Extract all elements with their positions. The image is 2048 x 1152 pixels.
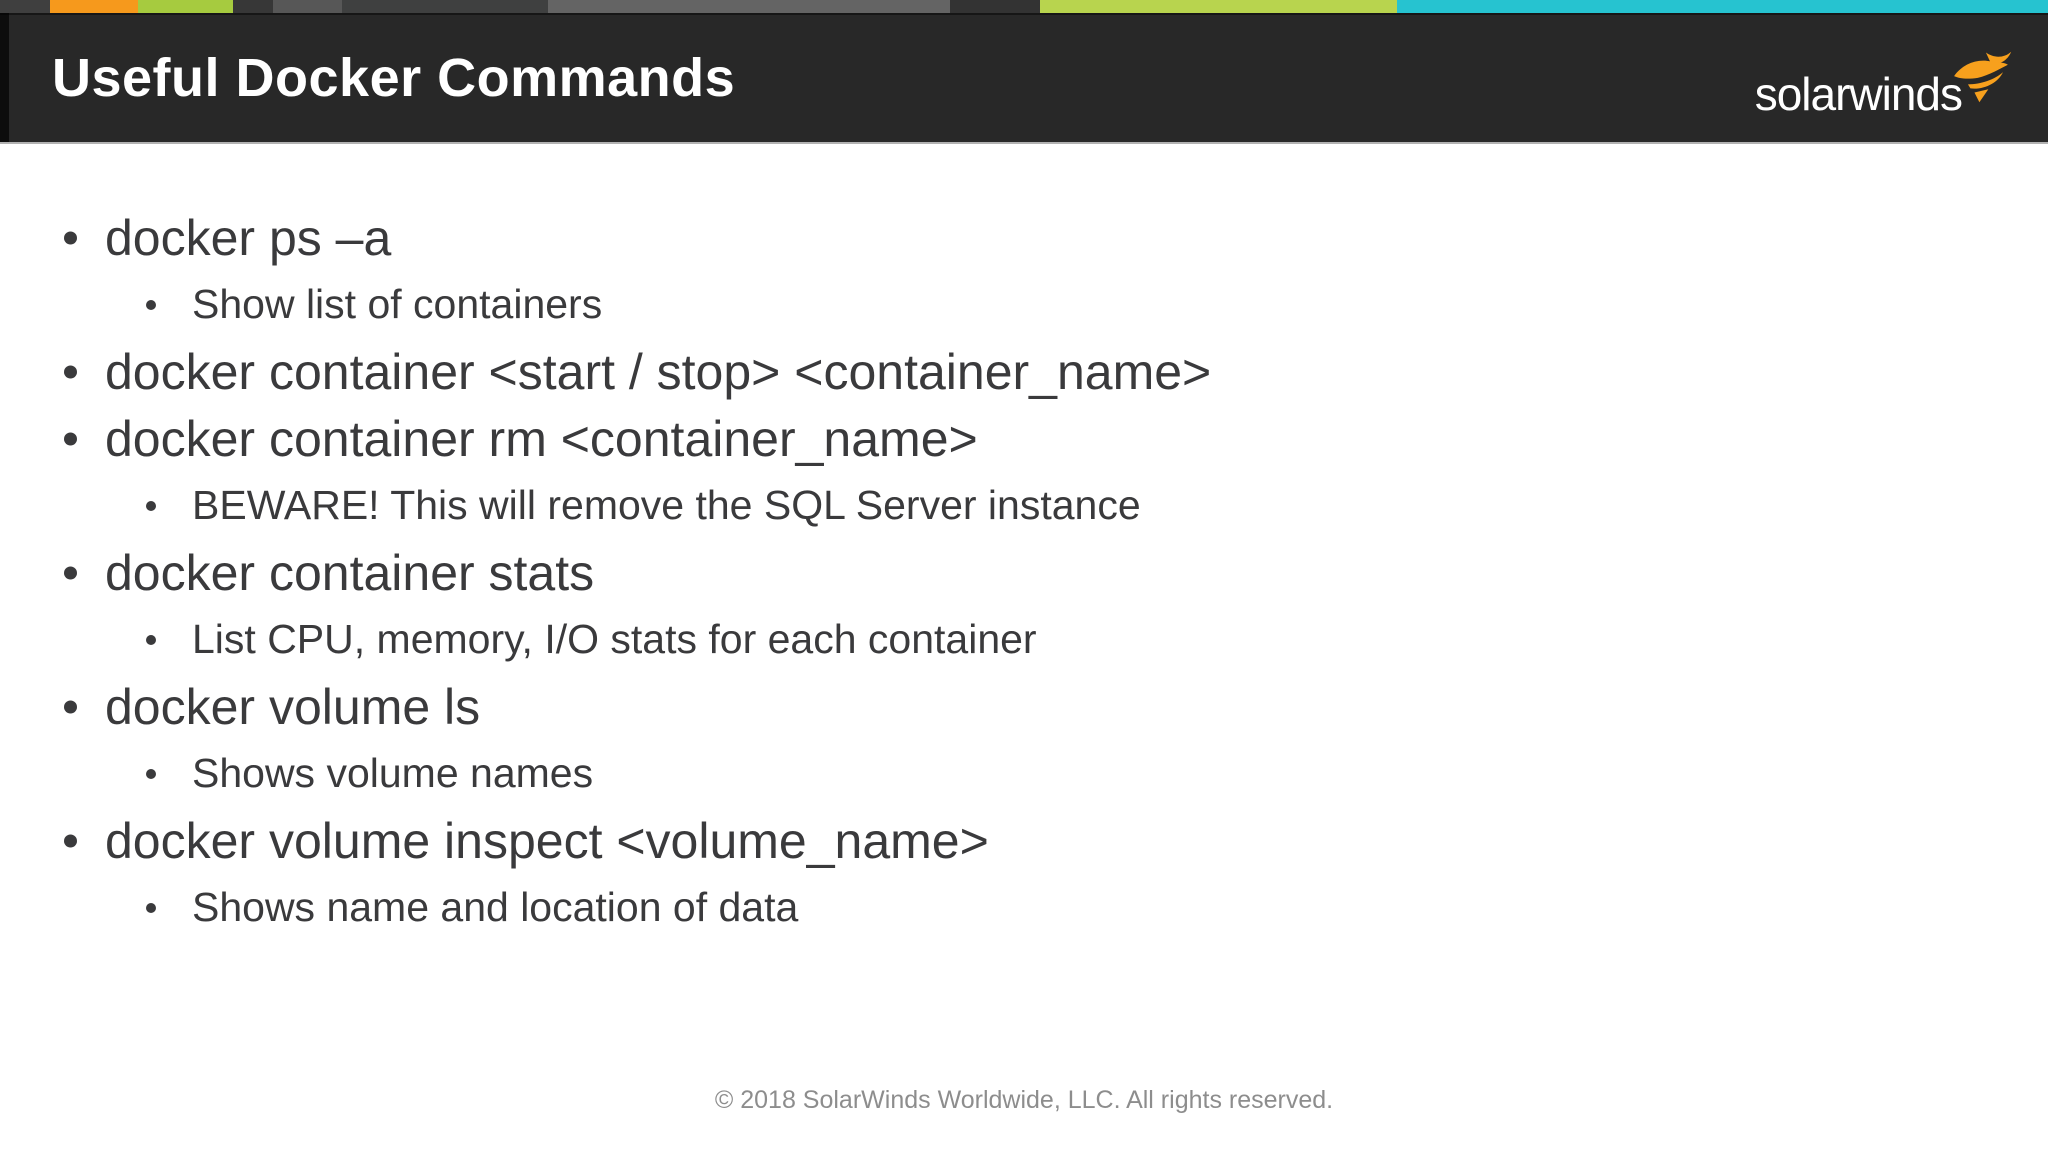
progress-segment (1397, 0, 2048, 13)
list-item-text: docker volume inspect <volume_name> (105, 812, 989, 869)
list-item: docker container rm <container_name> (0, 405, 2048, 472)
solarwinds-swirl-icon (1954, 51, 2012, 103)
bullet-dot (146, 902, 156, 913)
bullet-dot (64, 231, 77, 244)
slide-header: Useful Docker Commands solarwinds (0, 13, 2048, 144)
list-item-text: docker container stats (105, 544, 595, 601)
bullet-dot (146, 634, 156, 645)
list-item: docker volume ls (0, 673, 2048, 740)
progress-segment (342, 0, 548, 13)
solarwinds-wordmark: solarwinds (1754, 68, 1963, 120)
list-item-text: docker volume ls (105, 678, 481, 735)
progress-segment (138, 0, 233, 13)
list-item-text: BEWARE! This will remove the SQL Server … (192, 482, 1141, 528)
list-item: List CPU, memory, I/O stats for each con… (0, 606, 2048, 673)
bullet-dot (64, 566, 77, 579)
progress-segment (50, 0, 138, 13)
list-item: docker container <start / stop> <contain… (0, 338, 2048, 405)
bullet-dot (146, 768, 156, 779)
list-item: Shows name and location of data (0, 874, 2048, 941)
progress-segment (1040, 0, 1397, 13)
progress-segment (273, 0, 342, 13)
list-item-text: List CPU, memory, I/O stats for each con… (192, 616, 1037, 662)
slide-title: Useful Docker Commands (52, 47, 736, 108)
docker-commands-list: docker ps –a Show list of containers doc… (0, 204, 2048, 941)
bullet-dot (64, 700, 77, 713)
solarwinds-logo: solarwinds (1755, 49, 2012, 121)
progress-segment (950, 0, 1040, 13)
progress-segment (0, 0, 50, 13)
list-item-text: Shows name and location of data (192, 884, 799, 930)
slide-body: docker ps –a Show list of containers doc… (0, 204, 2048, 941)
progress-segment (548, 0, 950, 13)
list-item-text: Shows volume names (192, 750, 594, 796)
copyright-text: © 2018 SolarWinds Worldwide, LLC. All ri… (714, 1086, 1334, 1114)
video-progress-bar[interactable] (0, 0, 2048, 13)
bullet-dot (146, 500, 156, 511)
list-item: Show list of containers (0, 271, 2048, 338)
list-item: docker volume inspect <volume_name> (0, 807, 2048, 874)
list-item: BEWARE! This will remove the SQL Server … (0, 472, 2048, 539)
list-item: Shows volume names (0, 740, 2048, 807)
list-item-text: docker ps –a (105, 209, 392, 266)
list-item-text: docker container rm <container_name> (105, 410, 978, 467)
bullet-dot (64, 365, 77, 378)
progress-segment (233, 0, 273, 13)
list-item: docker container stats (0, 539, 2048, 606)
list-item-text: docker container <start / stop> <contain… (105, 343, 1212, 400)
list-item-text: Show list of containers (192, 281, 603, 327)
bullet-dot (146, 299, 156, 310)
bullet-dot (64, 432, 77, 445)
bullet-dot (64, 834, 77, 847)
list-item: docker ps –a (0, 204, 2048, 271)
